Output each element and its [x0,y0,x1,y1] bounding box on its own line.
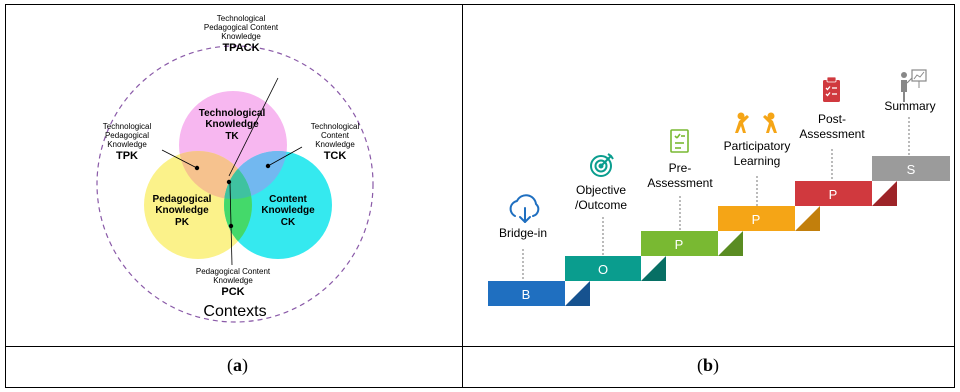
step-participatory: P Participatory Learning [718,112,820,231]
caption-a-letter: a [233,355,242,375]
tpk-overlap [179,151,252,199]
tpk-dot [194,165,200,171]
step-post-assessment: P Post- Assessment [795,76,897,206]
tpack-abbr: TPACK [222,42,259,54]
ck-label-2: Knowledge [261,205,315,216]
step-p1-letter: P [675,237,684,252]
caption-a: (a) [227,355,248,376]
step-p2-letter: P [752,212,761,227]
pck-dot [228,223,234,229]
tk-label-1: Technological [199,108,266,119]
tck-dot [265,163,271,169]
tk-abbr: TK [225,131,239,142]
caption-b: (b) [697,355,719,376]
tk-label-2: Knowledge [205,119,259,130]
tpack-label-3: Knowledge [221,32,261,41]
step-o-letter: O [598,262,608,277]
step-p3-label-2: Assessment [799,127,865,141]
caption-a-close: ) [242,355,248,375]
step-p3-letter: P [829,187,838,202]
people-icon [735,112,777,133]
step-p1-label-2: Assessment [647,176,713,190]
figure-frame [5,4,955,388]
caption-a-open: ( [227,355,233,375]
pck-label-2: Knowledge [213,276,253,285]
step-o-label-2: /Outcome [575,198,627,212]
tpk-label-3: Knowledge [107,140,147,149]
step-p2-label-2: Learning [734,154,781,168]
step-b-label: Bridge-in [499,226,547,240]
ck-label-1: Content [269,194,307,205]
caption-b-letter: b [703,355,714,375]
bopps-staircase: B Bridge-in O Objective /Outcome P [488,69,950,306]
tck-abbr: TCK [324,150,347,162]
caption-divider [5,346,955,347]
step-b-letter: B [522,287,531,302]
clipboard-icon [823,76,840,102]
checklist-icon [670,129,689,153]
tpack-label-1: Technological [217,14,266,23]
cloud-download-icon [509,194,540,223]
tck-label-1: Technological [311,122,360,131]
ck-abbr: CK [281,217,296,228]
panel-divider [462,4,463,388]
caption-b-open: ( [697,355,703,375]
step-p3-label-1: Post- [818,112,846,126]
pk-label-1: Pedagogical [153,194,212,205]
step-p1-label-1: Pre- [669,161,692,175]
tpack-dot [226,179,232,185]
step-summary: S Summary [872,69,950,181]
step-s-letter: S [907,162,916,177]
tpk-label-2: Pedagogical [105,131,149,140]
tpack-venn-diagram: Technological Pedagogical Content Knowle… [96,14,374,323]
tpack-label-2: Pedagogical Content [204,23,279,32]
contexts-label: Contexts [203,303,266,320]
presentation-icon [901,69,927,102]
tck-label-2: Content [321,131,350,140]
step-pre-assessment: P Pre- Assessment [641,129,743,256]
pck-abbr: PCK [221,286,244,298]
step-objective: O Objective /Outcome [565,153,666,281]
pk-abbr: PK [175,217,190,228]
caption-b-close: ) [713,355,720,375]
contexts-circle [96,45,374,323]
step-o-label-1: Objective [576,183,626,197]
step-p2-label-1: Participatory [724,139,791,153]
step-bridge-in: B Bridge-in [488,194,590,306]
tck-overlap [224,151,287,199]
pck-label-1: Pedagogical Content [196,267,271,276]
tpk-label-1: Technological [103,122,152,131]
target-icon [590,153,614,177]
pk-label-2: Knowledge [155,205,209,216]
tck-label-3: Knowledge [315,140,355,149]
step-s-label: Summary [884,99,935,113]
tpk-abbr: TPK [116,150,138,162]
